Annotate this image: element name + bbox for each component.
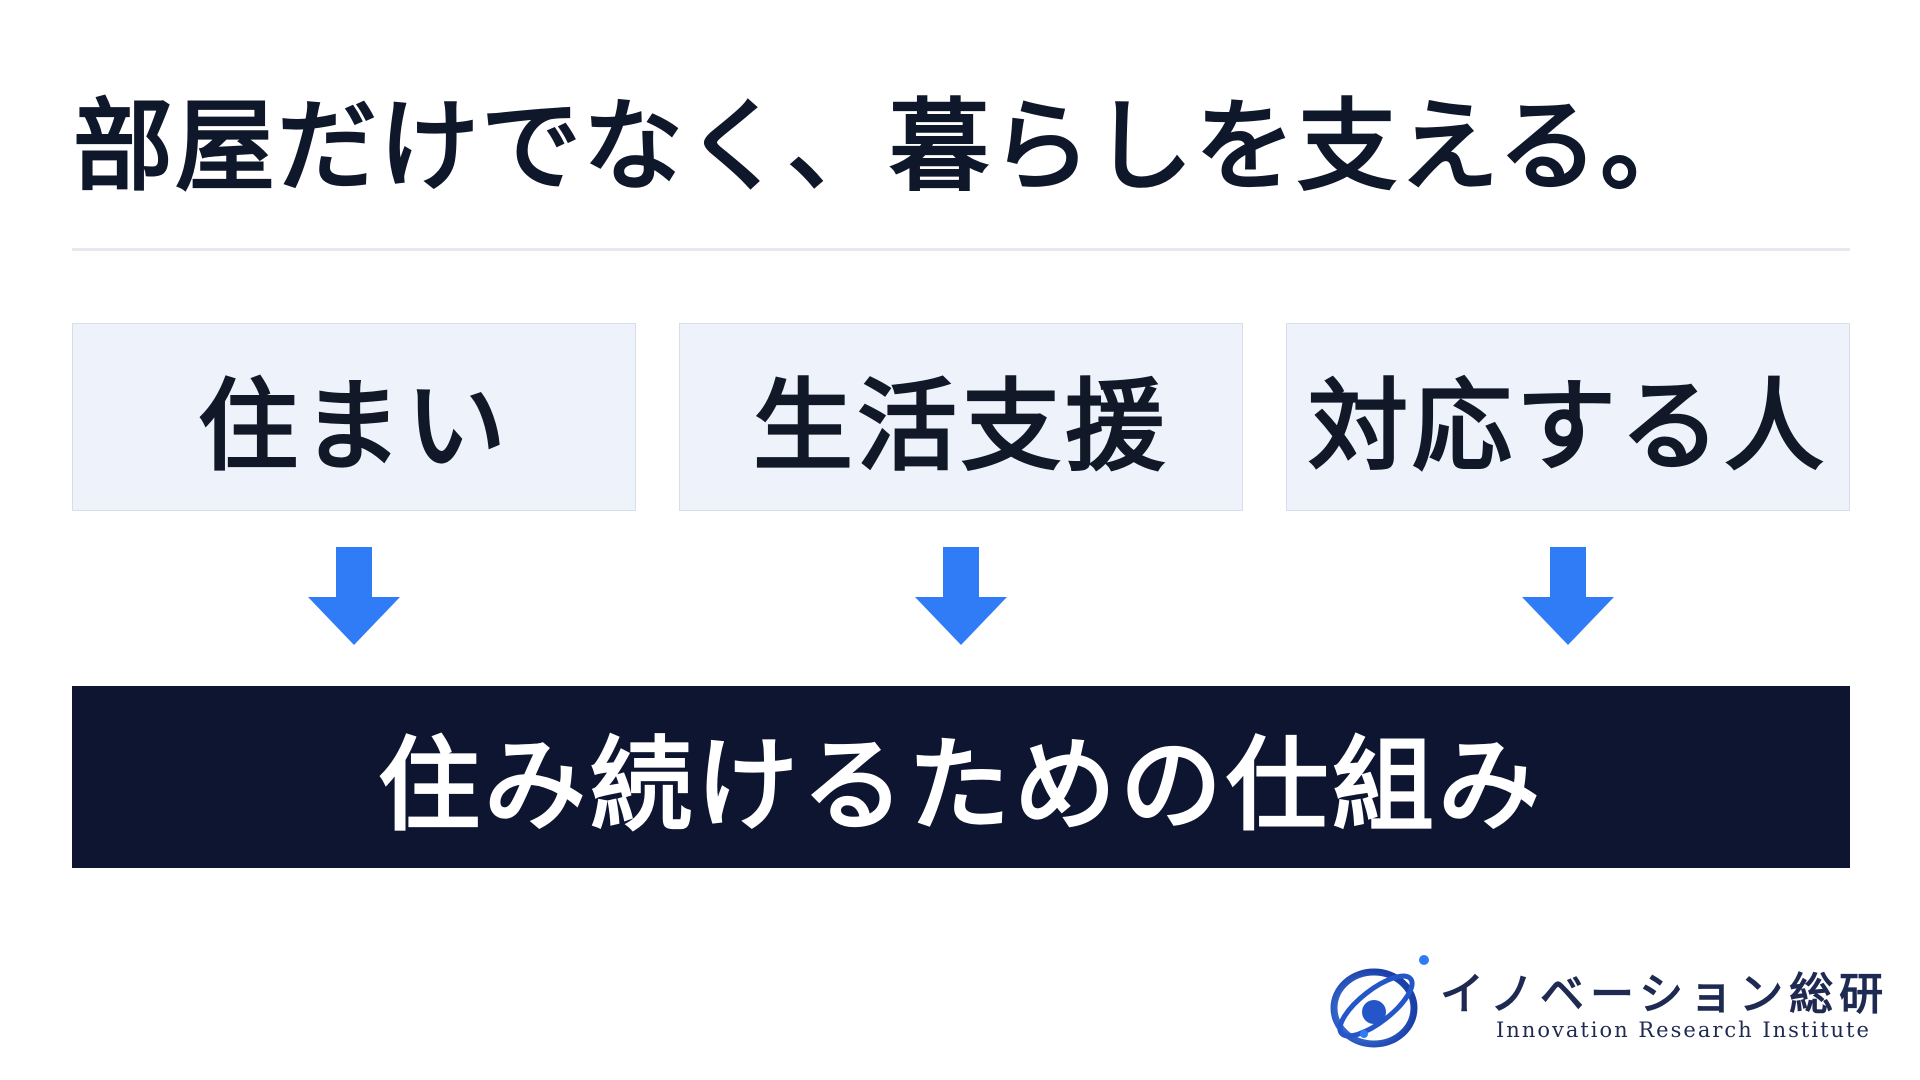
page-title: 部屋だけでなく、暮らしを支える。 — [73, 88, 1702, 205]
pillar-box-responder: 対応する人 — [1286, 323, 1850, 511]
arrow-down-icon — [1522, 547, 1614, 645]
title-divider — [72, 248, 1850, 251]
pillar-label: 住まい — [198, 367, 510, 485]
result-banner: 住み続けるための仕組み — [72, 686, 1850, 868]
logo-name-ja: イノベーション総研 — [1440, 969, 1890, 1020]
pillar-label: 生活支援 — [753, 367, 1169, 485]
logo-name-en: Innovation Research Institute — [1496, 1018, 1871, 1042]
pillar-label: 対応する人 — [1308, 367, 1828, 485]
orbit-logo-icon — [1330, 955, 1429, 1048]
arrow-down-icon — [308, 547, 400, 645]
arrow-down-icon — [915, 547, 1007, 645]
result-label: 住み続けるための仕組み — [378, 726, 1544, 846]
company-logo: イノベーション総研 Innovation Research Institute — [1328, 948, 1888, 1058]
pillar-box-life-support: 生活支援 — [679, 323, 1243, 511]
pillar-box-housing: 住まい — [72, 323, 636, 511]
